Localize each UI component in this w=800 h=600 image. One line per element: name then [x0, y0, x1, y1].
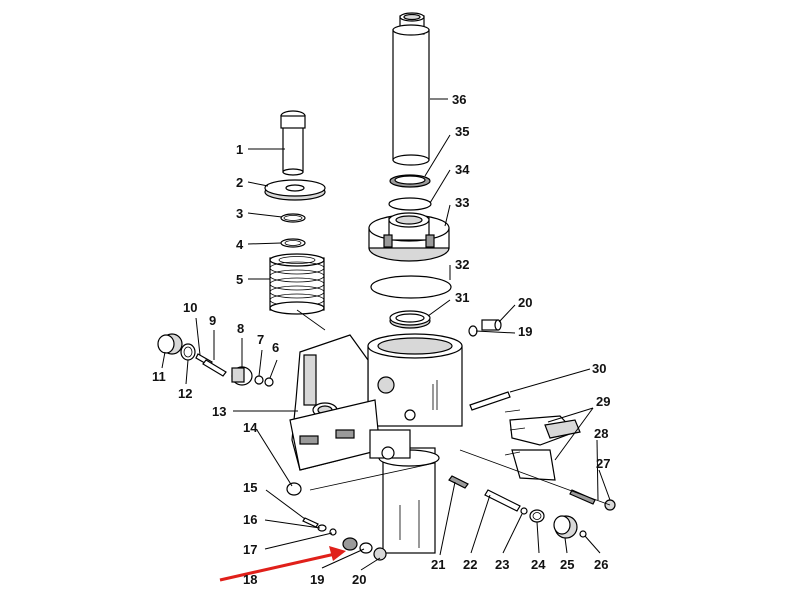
callout-30: 30: [592, 361, 606, 376]
callout-11: 11: [152, 369, 166, 384]
callout-19-upper: 19: [518, 324, 532, 339]
callout-24: 24: [531, 557, 546, 572]
callout-29: 29: [596, 394, 610, 409]
callout-36: 36: [452, 92, 466, 107]
part-7-ball: [254, 375, 264, 385]
part-33-gland-nut: [368, 212, 450, 262]
part-24-o-ring: [529, 509, 545, 523]
callout-7: 7: [257, 332, 264, 347]
part-3-o-ring: [280, 213, 306, 223]
callout-19-lower: 19: [310, 572, 324, 587]
callout-20-upper: 20: [518, 295, 532, 310]
part-19-washer-upper: [468, 325, 478, 337]
callout-18: 18: [243, 572, 257, 587]
part-36-tube: [392, 12, 430, 166]
part-20-plug-upper: [481, 319, 502, 331]
callout-1: 1: [236, 142, 243, 157]
callout-25: 25: [560, 557, 574, 572]
callout-2: 2: [236, 175, 243, 190]
callout-21: 21: [431, 557, 445, 572]
callout-20-lower: 20: [352, 572, 366, 587]
part-21-spring: [448, 475, 469, 489]
part-13-pump-body: [289, 333, 463, 554]
callout-12: 12: [178, 386, 192, 401]
part-26-ring: [579, 530, 587, 538]
part-35-ring: [389, 174, 431, 188]
part-6-small-ring: [264, 377, 274, 387]
part-31-ring: [389, 310, 431, 329]
callout-26: 26: [594, 557, 608, 572]
part-2-cap-washer: [264, 179, 326, 201]
part-30-rod: [469, 391, 511, 411]
part-29-pedal-assembly: [504, 409, 581, 481]
part-34-thin-ring: [388, 197, 432, 211]
callout-27: 27: [596, 456, 610, 471]
part-17-ball: [329, 528, 337, 536]
part-22-plunger: [484, 489, 521, 512]
callout-34: 34: [455, 162, 470, 177]
part-23-small-ring: [520, 507, 528, 515]
callout-labels: 1 2 3 4 5 6 7 8 9 10 11 12 13 14 15 16 1…: [152, 92, 610, 587]
callout-8: 8: [237, 321, 244, 336]
callout-22: 22: [463, 557, 477, 572]
part-18-spring: [342, 537, 358, 551]
callout-5: 5: [236, 272, 243, 287]
callout-13: 13: [212, 404, 226, 419]
callout-4: 4: [236, 237, 244, 252]
part-14-o-ring: [286, 482, 302, 496]
part-9-spring-pin: [202, 359, 227, 377]
callout-35: 35: [455, 124, 469, 139]
part-32-large-o-ring: [370, 275, 452, 299]
callout-32: 32: [455, 257, 469, 272]
part-4-seal-ring: [280, 238, 306, 248]
callout-16: 16: [243, 512, 257, 527]
part-8-valve-body: [231, 366, 253, 386]
callout-14: 14: [243, 420, 258, 435]
callout-9: 9: [209, 313, 216, 328]
callout-31: 31: [455, 290, 469, 305]
callout-28: 28: [594, 426, 608, 441]
part-25-cap: [553, 515, 578, 539]
part-12-washer: [180, 343, 196, 361]
callout-15: 15: [243, 480, 257, 495]
highlight-arrow: [219, 546, 346, 582]
callout-3: 3: [236, 206, 243, 221]
callout-6: 6: [272, 340, 279, 355]
part-20-plug-lower: [373, 547, 387, 561]
callout-17: 17: [243, 542, 257, 557]
callout-33: 33: [455, 195, 469, 210]
part-5-spring: [269, 253, 325, 315]
callout-23: 23: [495, 557, 509, 572]
part-11-cap-nut: [157, 333, 183, 355]
callout-10: 10: [183, 300, 197, 315]
part-19-washer-lower: [359, 542, 373, 554]
leader-lines: [161, 98, 611, 571]
part-1-piston-rod: [280, 110, 306, 176]
